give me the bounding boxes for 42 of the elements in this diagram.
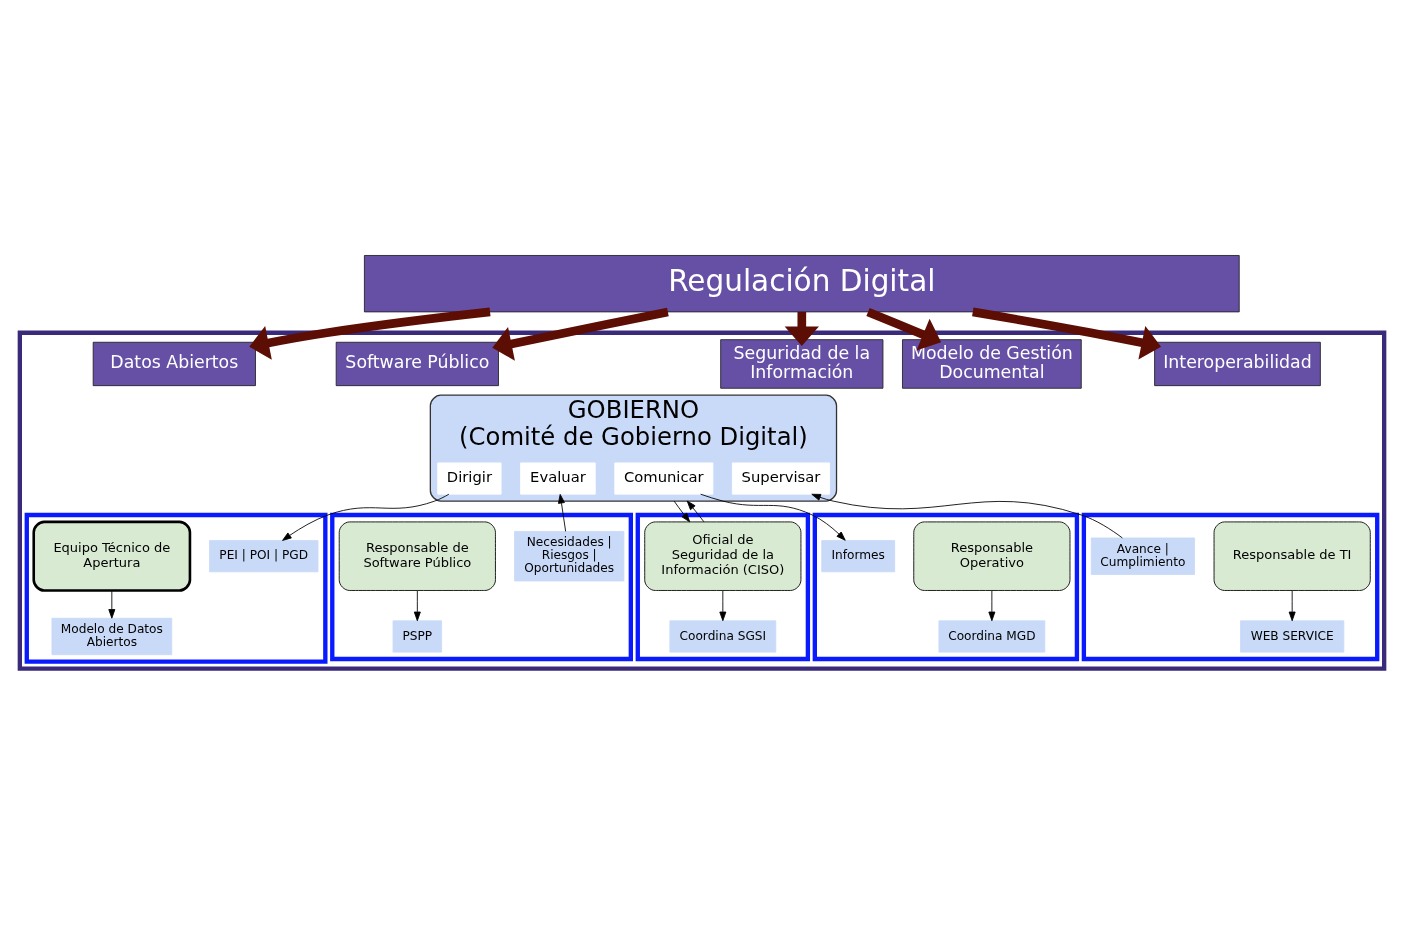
node-box: Responsable de TI (1213, 521, 1371, 591)
node-box: Regulación Digital (363, 255, 1240, 313)
node-box: Equipo Técnico de Apertura (32, 520, 192, 592)
arrow (700, 493, 846, 541)
arrow (249, 307, 491, 360)
node-box: Responsable de Software Público (338, 521, 496, 591)
node-box: Responsable Operativo (913, 521, 1071, 591)
node-box: Coordina MGD (938, 620, 1046, 653)
node-box: Supervisar (731, 462, 830, 495)
node-box: Oficial de Seguridad de la Información (CISO) (644, 521, 802, 591)
node-box: Datos Abiertos (92, 341, 256, 387)
arrow (108, 590, 116, 619)
node-box: Avance | Cumplimiento (1090, 537, 1195, 575)
cluster (24, 512, 328, 664)
node-box: Necesidades | Riesgos | Oportunidades (514, 531, 625, 582)
cluster (812, 512, 1080, 662)
node-box: Dirigir (437, 462, 502, 495)
arrow (811, 493, 1123, 539)
node-box: Coordina SGSI (669, 620, 777, 653)
node-box: Informes (821, 540, 896, 573)
arrow (558, 493, 567, 532)
node-box: WEB SERVICE (1240, 620, 1345, 653)
node-box: Evaluar (520, 462, 596, 495)
arrow (988, 590, 996, 622)
node-box: Seguridad de la Información (720, 339, 884, 389)
node-box: Modelo de Gestión Documental (902, 339, 1082, 389)
node-box: Interoperabilidad (1154, 341, 1321, 387)
arrow (1288, 590, 1296, 622)
arrow (673, 500, 691, 523)
node-box: Software Público (335, 341, 499, 387)
arrow (719, 590, 727, 622)
node-box: Comunicar (614, 462, 714, 495)
cluster (330, 512, 633, 662)
node-box: PEI | POI | PGD (209, 540, 319, 573)
cluster (17, 330, 1387, 671)
cluster (1081, 512, 1380, 662)
arrow (686, 500, 705, 523)
node-box: PSPP (392, 620, 443, 653)
node-box: Modelo de Datos Abiertos (51, 617, 173, 656)
arrow (784, 312, 819, 346)
arrow (413, 590, 421, 622)
arrow (282, 493, 450, 541)
